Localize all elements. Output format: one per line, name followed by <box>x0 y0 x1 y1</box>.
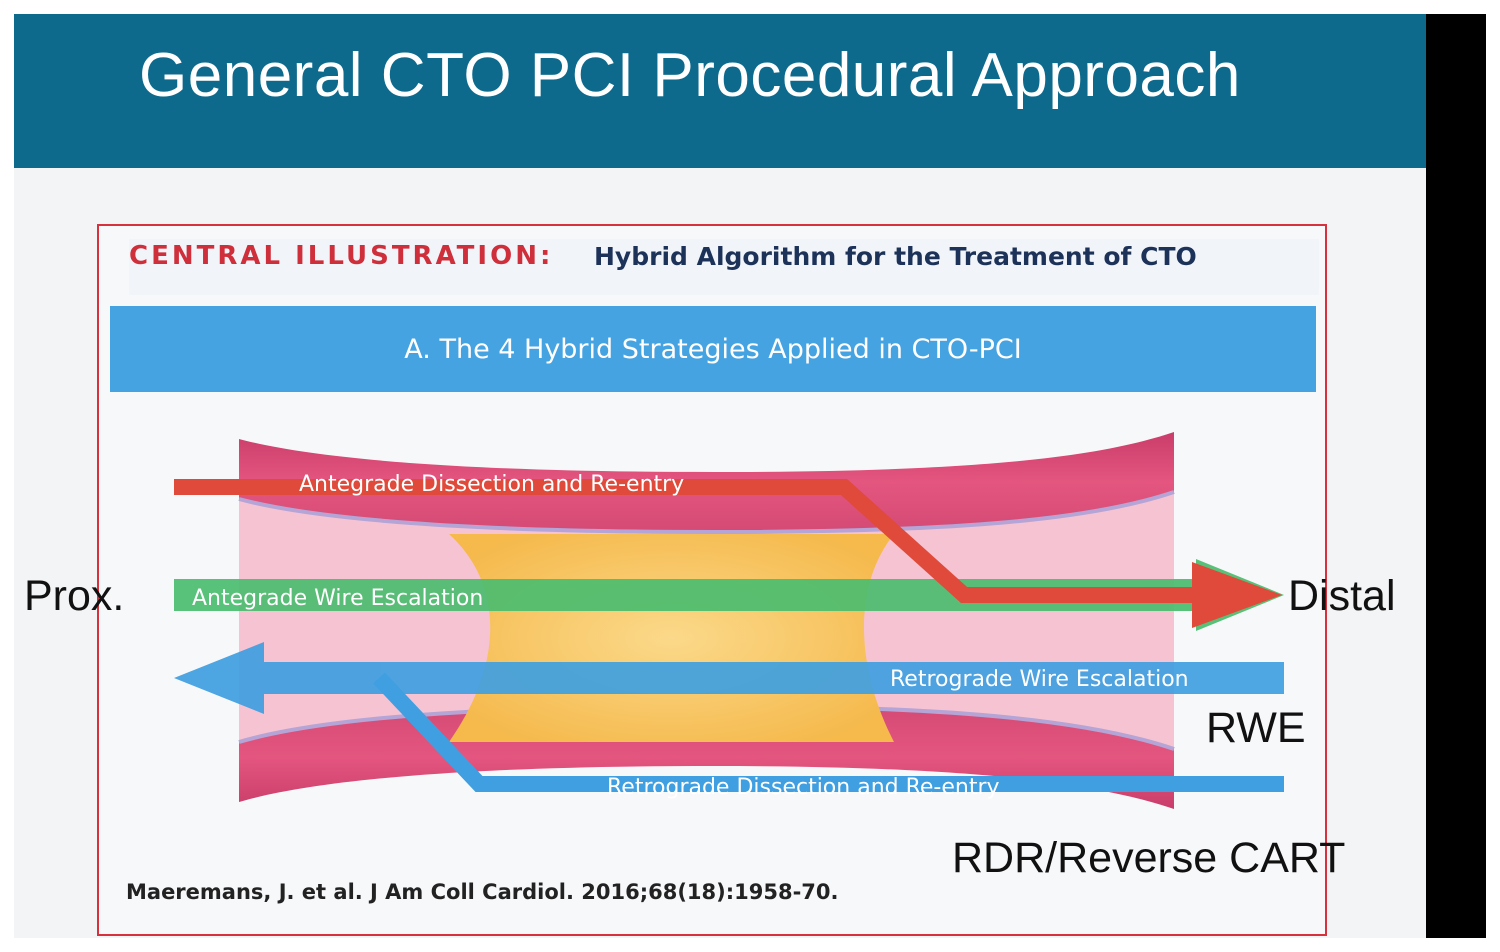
vessel-wall-top-edge <box>238 490 1175 535</box>
section-bar: A. The 4 Hybrid Strategies Applied in CT… <box>110 306 1316 392</box>
rwe-arrow <box>174 642 1284 714</box>
awe-label: Antegrade Wire Escalation <box>192 586 483 611</box>
citation: Maeremans, J. et al. J Am Coll Cardiol. … <box>126 880 839 904</box>
cto-occlusion <box>449 534 894 742</box>
rdr-annotation: RDR/Reverse CART <box>952 834 1346 882</box>
vessel-diagram: Antegrade Dissection and Re-entry Antegr… <box>174 432 1284 809</box>
rwe-label: Retrograde Wire Escalation <box>890 667 1189 692</box>
rwe-annotation: RWE <box>1206 704 1306 752</box>
section-title: A. The 4 Hybrid Strategies Applied in CT… <box>404 333 1022 365</box>
slide-title: General CTO PCI Procedural Approach <box>139 41 1241 110</box>
distal-label: Distal <box>1288 572 1396 620</box>
rdr-arrow <box>373 672 1284 792</box>
slide-header: General CTO PCI Procedural Approach <box>14 14 1426 168</box>
right-black-bar <box>1426 14 1486 938</box>
central-illustration-label: CENTRAL ILLUSTRATION: <box>129 241 554 271</box>
prox-label: Prox. <box>24 572 125 620</box>
adr-arrow <box>174 479 1282 628</box>
rdr-label: Retrograde Dissection and Re-entry <box>607 775 1000 800</box>
adr-label: Antegrade Dissection and Re-entry <box>299 472 684 497</box>
illustration-header-band <box>129 239 1319 295</box>
central-illustration-heading: Hybrid Algorithm for the Treatment of CT… <box>594 242 1197 271</box>
slide: General CTO PCI Procedural Approach CENT… <box>14 14 1426 938</box>
